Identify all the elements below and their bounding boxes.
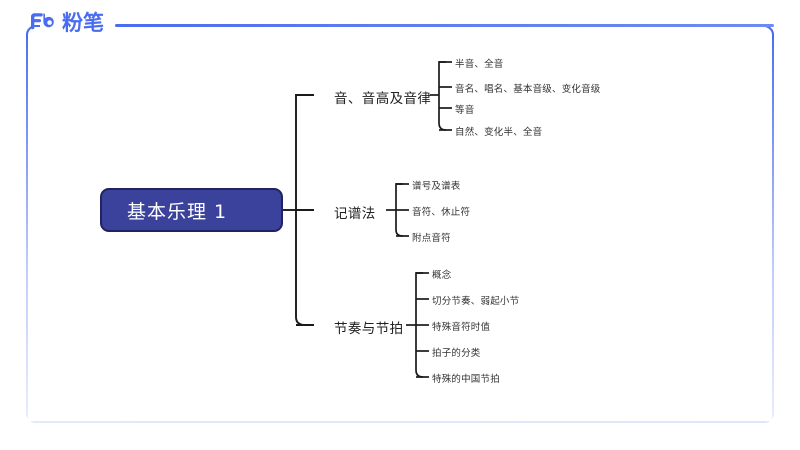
mindmap-branch-label-2[interactable]: 记谱法: [334, 206, 376, 222]
mindmap-root-label: 基本乐理 1: [127, 200, 228, 223]
mindmap-root-node[interactable]: 基本乐理 1: [100, 188, 283, 232]
mindmap-leaf-3-1[interactable]: 概念: [432, 270, 452, 281]
mindmap-leaf-1-1[interactable]: 半音、全音: [455, 59, 504, 70]
mindmap-leaf-3-2[interactable]: 切分节奏、弱起小节: [432, 296, 520, 307]
brand-name: 粉笔: [62, 10, 104, 35]
mindmap-leaf-3-4[interactable]: 拍子的分类: [432, 348, 481, 359]
mindmap-branch-label-1[interactable]: 音、音高及音律: [334, 91, 432, 107]
fenbi-logo-icon: [31, 13, 54, 30]
mindmap-leaf-2-3[interactable]: 附点音符: [412, 233, 451, 244]
mindmap-leaf-2-1[interactable]: 谱号及谱表: [412, 181, 461, 192]
frame-top-rule: [115, 24, 774, 27]
mindmap-branch-label-3[interactable]: 节奏与节拍: [334, 321, 404, 337]
mindmap-leaf-3-5[interactable]: 特殊的中国节拍: [432, 374, 500, 385]
mindmap-leaf-1-3[interactable]: 等音: [455, 105, 475, 116]
brand-logo: 粉笔: [28, 9, 104, 37]
mindmap-leaf-3-3[interactable]: 特殊音符时值: [432, 322, 491, 333]
mindmap-leaf-2-2[interactable]: 音符、休止符: [412, 207, 471, 218]
mindmap-leaf-1-4[interactable]: 自然、变化半、全音: [455, 127, 543, 138]
mindmap-leaf-1-2[interactable]: 音名、唱名、基本音级、变化音级: [455, 84, 601, 95]
